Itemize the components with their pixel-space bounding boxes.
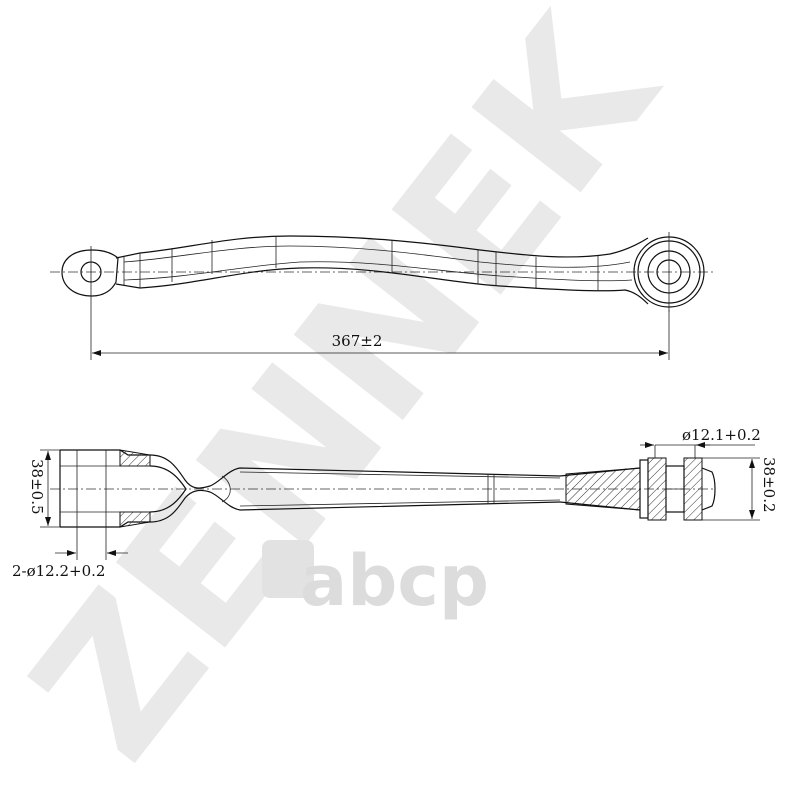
overall-length-dimension: 367±2 (90, 300, 670, 360)
bush-side (639, 445, 716, 521)
bush-height-dimension: 38±0.2 (702, 457, 778, 521)
arm-top-body (115, 235, 649, 305)
bush-diameter-label: ø12.1+0.2 (682, 426, 761, 444)
bush-diameter-dimension: ø12.1+0.2 (640, 426, 761, 448)
fork-height-label: 38±0.5 (28, 459, 46, 515)
fork-holes-dimension: 2-ø12.2+0.2 (12, 527, 128, 580)
top-view: 367±2 (50, 232, 715, 360)
brand-watermark: ZENNEK (0, 0, 700, 798)
right-bush (633, 232, 705, 312)
fork-end (59, 449, 561, 528)
overall-length-label: 367±2 (332, 332, 383, 350)
fork-height-dimension: 38±0.5 (28, 449, 60, 528)
abcp-badge-box (262, 540, 314, 598)
abcp-badge: abcp (262, 540, 489, 622)
fork-holes-label: 2-ø12.2+0.2 (12, 562, 105, 580)
brand-watermark-text: ZENNEK (0, 0, 700, 798)
bush-height-label: 38±0.2 (760, 457, 778, 513)
left-eye (61, 246, 119, 300)
side-view: ø12.1+0.2 38±0.2 38±0.5 2-ø12.2+0.2 (12, 426, 778, 580)
abcp-badge-text: abcp (300, 540, 489, 622)
